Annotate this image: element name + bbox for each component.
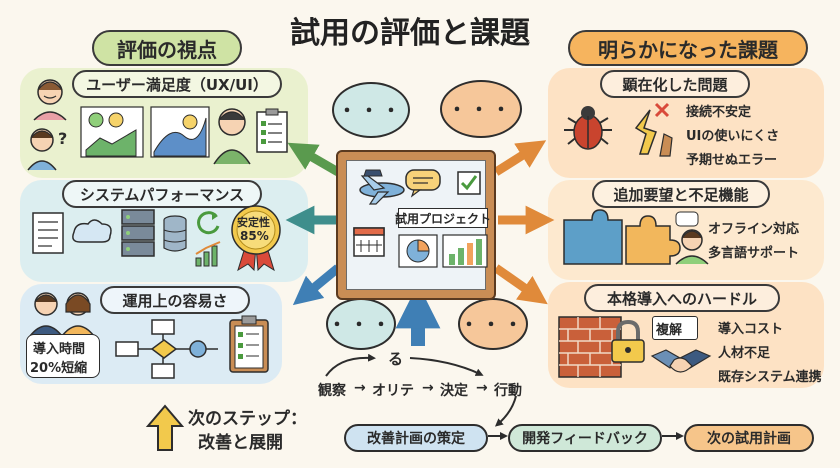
flow-step-plan: 改善計画の策定 — [344, 424, 488, 452]
request-item: 多言語サポート — [708, 246, 800, 261]
chat-icon — [405, 169, 441, 198]
speech-bubble: ・・・ — [440, 80, 522, 138]
page-title: 試用の評価と課題 — [290, 16, 530, 51]
cycle-step: 観察 — [318, 383, 346, 399]
brick-wall-icon — [558, 316, 622, 378]
database-icon — [163, 215, 187, 252]
document-icon — [32, 212, 64, 254]
bug-icon — [564, 106, 612, 150]
next-step-title: 次のステップ： — [188, 409, 307, 429]
cycle-step: 決定 — [440, 383, 468, 399]
right-heading: 明らかになった課題 — [568, 30, 808, 66]
checkmark-icon — [457, 171, 481, 195]
cycle-arrow-down — [494, 395, 517, 427]
growth-chart-icon — [195, 241, 221, 267]
cycle-arrow-glyph: → — [422, 380, 434, 396]
left-heading: 評価の視点 — [92, 30, 242, 66]
handshake-icon — [650, 349, 712, 373]
request-item: オフライン対応 — [708, 222, 800, 237]
flow-step-feedback: 開発フィードバック — [508, 424, 662, 452]
error-crack-icon — [634, 102, 673, 157]
time-saving-note — [26, 334, 100, 378]
padlock-icon — [611, 319, 645, 363]
arrow-to-hurdles — [493, 264, 548, 305]
happy-user-icon — [33, 79, 67, 121]
ux-label: ユーザー満足度（UX/UI） — [72, 70, 282, 98]
issue-item: 予期せぬエラー — [686, 153, 778, 168]
satisfaction-chart-icon — [80, 106, 144, 158]
next-step-arrow-icon — [145, 404, 185, 451]
refresh-icon — [197, 211, 220, 235]
arrow-to-issues — [493, 140, 547, 176]
speech-bubble: ・・・ — [332, 82, 410, 138]
thinking-user-icon — [213, 108, 251, 165]
svg-text:?: ? — [58, 129, 67, 148]
hurdle-item: 人材不足 — [718, 346, 771, 361]
speech-bubble: ・・・ — [458, 298, 528, 350]
sign-board — [652, 316, 698, 340]
performance-label: システムパフォーマンス — [62, 180, 262, 208]
cloud-icon — [72, 219, 112, 243]
time-saving-label: 導入時間 — [33, 342, 86, 357]
board-label: 試用プロジェクト — [395, 208, 491, 228]
right-heading-label: 明らかになった課題 — [598, 37, 778, 62]
cycle-top-label: る — [388, 350, 404, 368]
process-flowchart-icon — [115, 319, 218, 379]
clipboard-icon — [229, 315, 269, 373]
requesting-user-icon — [675, 211, 709, 265]
arrow-to-ux — [287, 142, 341, 176]
cycle-arrow-right — [409, 357, 484, 376]
airplane-icon — [359, 169, 405, 205]
left-heading-label: 評価の視点 — [117, 37, 217, 62]
hurdles-label: 本格導入へのハードル — [584, 284, 780, 312]
hurdle-item: 既存システム連携 — [718, 370, 822, 385]
issue-item: 接続不安定 — [686, 105, 752, 120]
pie-chart-icon — [398, 234, 438, 268]
hurdle-item: 導入コスト — [718, 322, 784, 337]
team-users-icon — [29, 292, 95, 337]
requests-label: 追加要望と不足機能 — [592, 180, 770, 208]
checklist-icon — [256, 108, 288, 153]
feedback-chart-icon — [150, 106, 210, 158]
cycle-step: オリテ — [372, 383, 414, 399]
speech-bubble: ・・・ — [326, 298, 396, 350]
arrow-to-operations — [292, 264, 341, 306]
cycle-arrow-glyph: → — [476, 380, 488, 396]
server-icon — [121, 209, 155, 257]
next-step-subtitle: 改善と展開 — [198, 433, 283, 453]
sign-board-text: 複解 — [656, 323, 683, 338]
issue-item: UIの使いにくさ — [686, 129, 780, 144]
flow-step-next-trial: 次の試用計画 — [684, 424, 814, 452]
cycle-arrow-top — [325, 353, 376, 377]
cycle-step: 行動 — [494, 383, 522, 399]
calendar-icon — [353, 227, 385, 257]
bar-chart-icon — [442, 234, 488, 268]
operations-label: 運用上の容易さ — [100, 286, 250, 314]
stability-badge-text: 安定性 — [237, 216, 270, 229]
issues-label: 顕在化した問題 — [600, 70, 750, 98]
puzzle-icon — [563, 209, 681, 265]
stability-badge-value: 85% — [240, 229, 269, 243]
confused-user-icon: ? — [27, 128, 67, 171]
cycle-arrow-glyph: → — [354, 380, 366, 396]
stability-badge — [231, 205, 281, 272]
time-saving-value: 20%短縮 — [30, 361, 88, 376]
